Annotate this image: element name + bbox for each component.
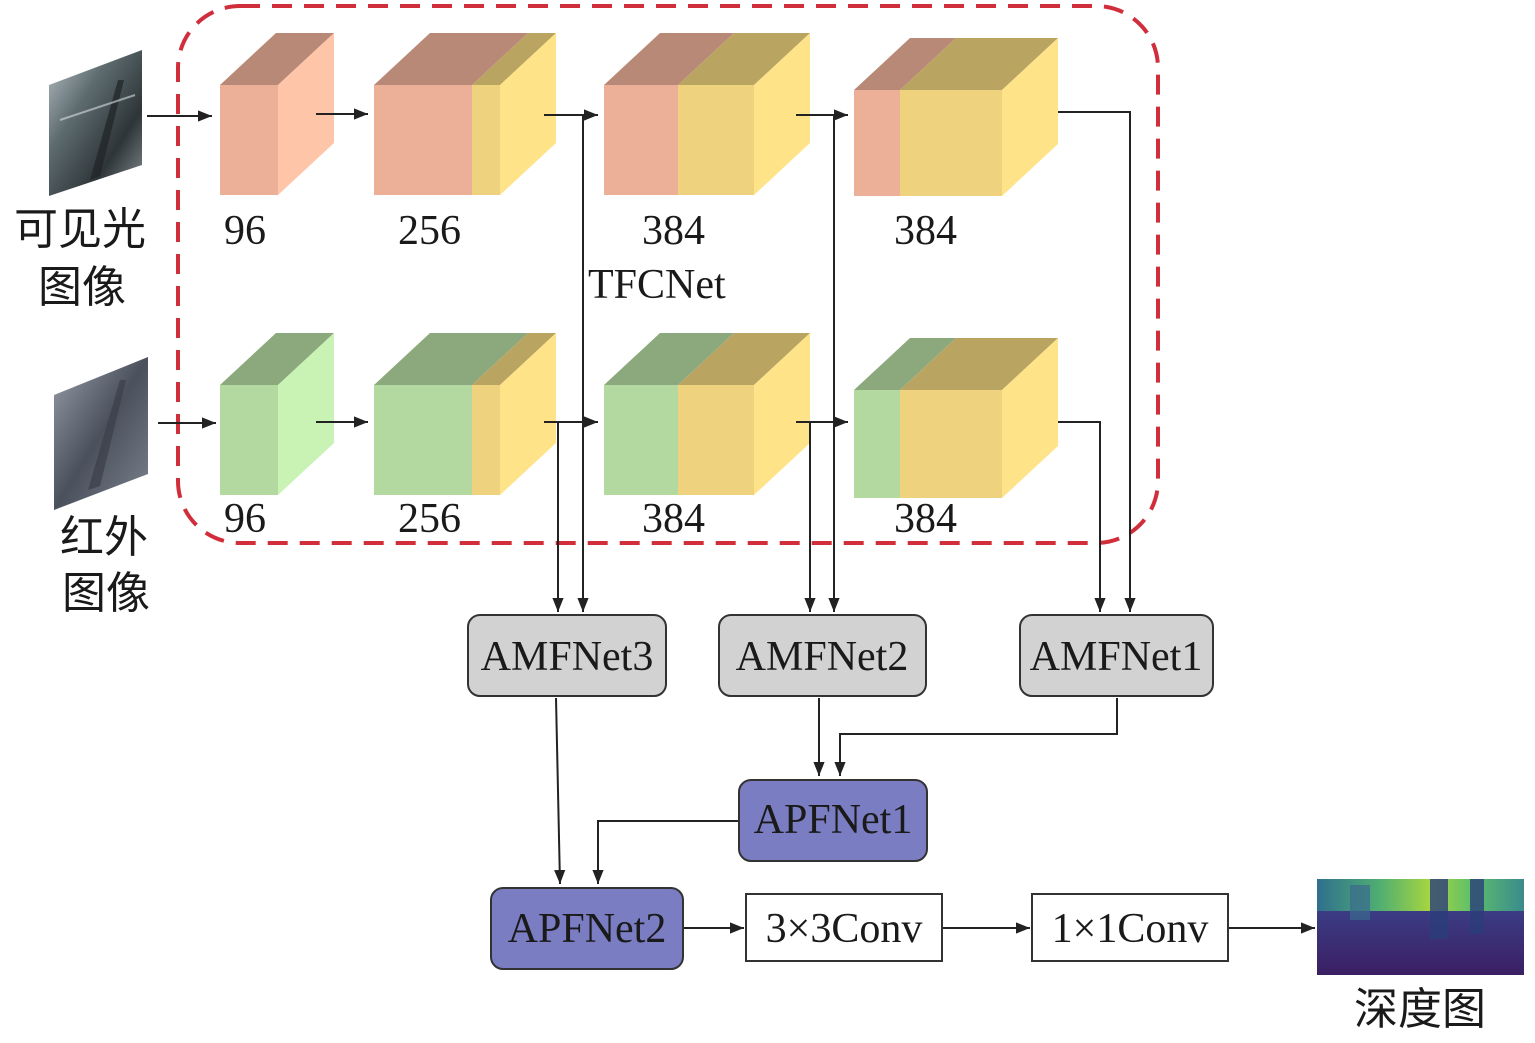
conv3-box: 3×3Conv [745, 893, 943, 962]
infrared-feature-block-4-front [854, 390, 900, 498]
visible-feature-block-4-top [854, 38, 956, 90]
visible-feature-block-2-front-fused [472, 85, 500, 195]
infrared-feature-block-2-front-fused [472, 385, 500, 495]
apfnet2-label: APFNet2 [508, 906, 667, 952]
infrared-image [54, 357, 148, 510]
depth-map-image [1317, 879, 1524, 975]
visible-feature-block-2-top-fused [472, 33, 556, 85]
bottom-channel-label-2: 256 [398, 496, 461, 542]
amfnet2-label: AMFNet2 [736, 634, 909, 680]
visible-feature-block-2-front [374, 85, 472, 195]
conv1-box: 1×1Conv [1031, 893, 1229, 962]
infrared-feature-block-4-top-fused [900, 338, 1058, 390]
apfnet1-label: APFNet1 [754, 797, 913, 843]
visible-feature-block-4-front [854, 90, 900, 196]
visible-feature-block-3-side [754, 33, 810, 195]
connectors [147, 108, 1315, 934]
infrared-feature-block-4-top [854, 338, 956, 390]
infrared-feature-block-1-side [278, 333, 334, 495]
top-channel-label-2: 256 [398, 208, 461, 254]
infrared-image-label: 红外 [60, 512, 148, 563]
top-channel-label-3: 384 [642, 208, 705, 254]
visible-feature-block-1-front [220, 85, 278, 195]
apfnet2-box: APFNet2 [490, 887, 684, 970]
bottom-channel-label-3: 384 [642, 496, 705, 542]
conv3-label: 3×3Conv [766, 906, 923, 952]
infrared-image-label-2: 图像 [62, 568, 150, 619]
visible-feature-block-4-front-fused [900, 90, 1002, 196]
infrared-feature-block-2-side [500, 333, 556, 495]
infrared-feature-block-3-front [604, 385, 678, 495]
visible-feature-block-3-front-fused [678, 85, 754, 195]
visible-feature-block-2-top [374, 33, 528, 85]
infrared-feature-block-1-top [220, 333, 334, 385]
visible-feature-block-1-top [220, 33, 334, 85]
infrared-feature-block-2-front [374, 385, 472, 495]
infrared-feature-block-4-front-fused [900, 390, 1002, 498]
tfcnet-label: TFCNet [588, 262, 726, 308]
visible-feature-block-3-top-fused [678, 33, 810, 85]
visible-image [49, 50, 142, 196]
infrared-feature-block-2-top-fused [472, 333, 556, 385]
depth-map-label: 深度图 [1354, 984, 1486, 1035]
feature-blocks [220, 33, 1058, 498]
visible-feature-block-1-side [278, 33, 334, 195]
apfnet1-box: APFNet1 [738, 779, 928, 862]
visible-image-label-2: 图像 [38, 262, 126, 313]
visible-feature-block-2-side [500, 33, 556, 195]
visible-feature-block-3-front [604, 85, 678, 195]
bottom-channel-label-1: 96 [224, 496, 266, 542]
amfnet2-box: AMFNet2 [718, 614, 927, 697]
amfnet1-label: AMFNet1 [1030, 634, 1203, 680]
amfnet1-box: AMFNet1 [1019, 614, 1214, 697]
visible-feature-block-3-top [604, 33, 734, 85]
infrared-feature-block-4-side [1002, 338, 1058, 498]
infrared-feature-block-3-top [604, 333, 734, 385]
infrared-feature-block-3-side [754, 333, 810, 495]
bottom-channel-label-4: 384 [894, 496, 957, 542]
tfcnet-region-border [176, 4, 1160, 545]
infrared-feature-block-3-front-fused [678, 385, 754, 495]
conv1-label: 1×1Conv [1052, 906, 1209, 952]
visible-feature-block-4-side [1002, 38, 1058, 196]
infrared-feature-block-1-front [220, 385, 278, 495]
visible-feature-block-4-top-fused [900, 38, 1058, 90]
top-channel-label-1: 96 [224, 208, 266, 254]
visible-image-label: 可见光 [14, 204, 146, 255]
infrared-feature-block-3-top-fused [678, 333, 810, 385]
infrared-feature-block-2-top [374, 333, 528, 385]
top-channel-label-4: 384 [894, 208, 957, 254]
amfnet3-box: AMFNet3 [467, 614, 667, 697]
amfnet3-label: AMFNet3 [481, 634, 654, 680]
